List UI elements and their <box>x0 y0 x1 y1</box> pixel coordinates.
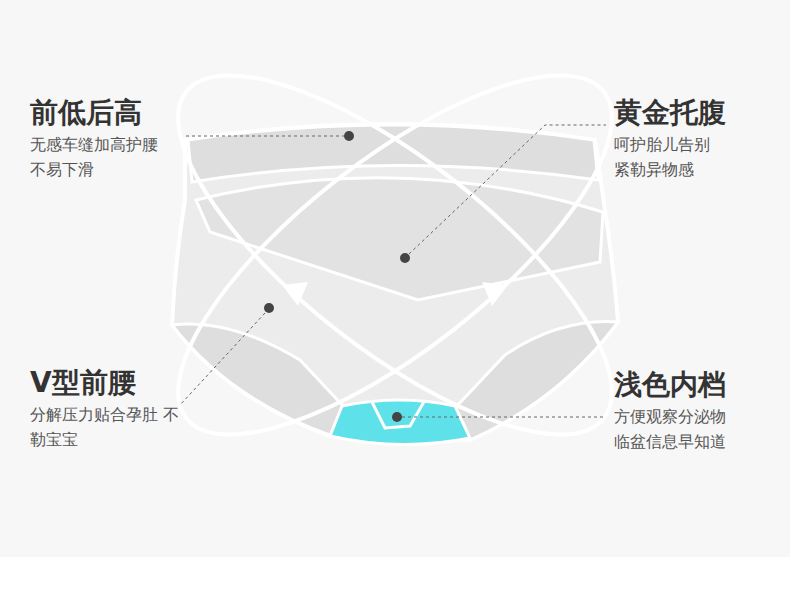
bottom-band <box>0 557 790 593</box>
arrowhead <box>282 282 308 306</box>
right-leg-band <box>455 322 618 440</box>
orbit-line <box>128 17 663 493</box>
leader-line <box>180 313 265 405</box>
callout-text: 分解压力贴合孕肚 不勒宝宝 <box>30 402 180 452</box>
callout-text: 无感车缝加高护腰 不易下滑 <box>30 132 170 182</box>
orbit-line <box>128 17 663 493</box>
callout-text: 方便观察分泌物 临盆信息早知道 <box>614 404 739 454</box>
leader-dot <box>344 131 354 141</box>
leader-line <box>186 136 344 137</box>
callout-heading: V型前腰 <box>30 366 230 400</box>
leader-dot <box>400 253 410 263</box>
background <box>0 0 790 557</box>
leader-line <box>409 125 606 254</box>
callout-heading: 黄金托腹 <box>614 96 784 130</box>
leader-dot <box>264 303 274 313</box>
callout-heading: 前低后高 <box>30 96 230 130</box>
crotch-lining <box>330 400 470 445</box>
arrowhead <box>482 282 508 306</box>
belly-support-band <box>196 178 603 300</box>
leader-line <box>402 417 606 418</box>
crotch-seam <box>372 400 425 428</box>
callout-heading: 浅色内档 <box>614 368 784 402</box>
callout-text: 呵护胎儿告别 紧勒异物感 <box>614 132 724 182</box>
left-leg-band <box>172 324 345 436</box>
leader-dot <box>392 412 402 422</box>
garment-body <box>172 124 618 440</box>
